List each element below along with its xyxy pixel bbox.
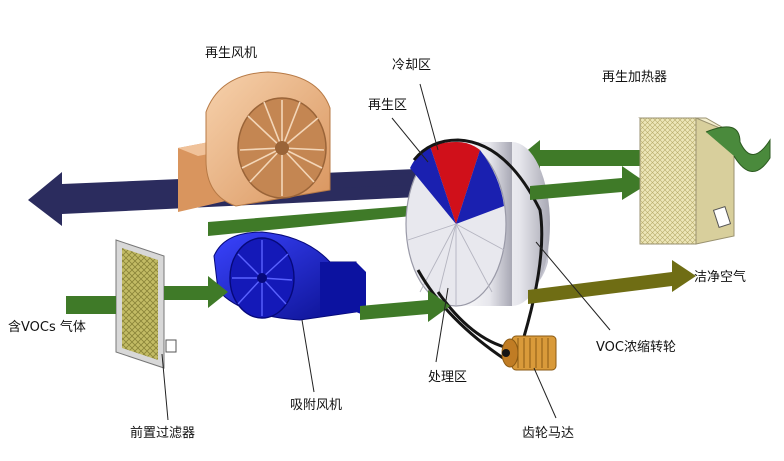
fan-to-wheel-arrow xyxy=(360,290,450,322)
heater-to-wheel-arrow xyxy=(518,140,640,176)
label-regen-zone: 再生区 xyxy=(368,98,408,113)
leader-regen-zone xyxy=(391,117,429,163)
label-regen-fan: 再生风机 xyxy=(205,46,258,61)
adsorption-fan xyxy=(213,231,366,321)
clean-air-arrow xyxy=(528,260,696,304)
label-pre-filter: 前置过滤器 xyxy=(130,426,196,441)
leader-lines xyxy=(161,83,611,421)
wheel-to-regen-fan-arrow xyxy=(336,172,436,188)
label-regen-heater: 再生加热器 xyxy=(602,70,668,85)
wheel-to-heater-arrow xyxy=(530,166,648,200)
leader-cooling-zone xyxy=(419,83,439,151)
label-gear-motor: 齿轮马达 xyxy=(522,426,575,441)
gear-motor xyxy=(501,335,557,371)
voc-rotor-wheel xyxy=(405,138,550,362)
leader-adsorption-fan xyxy=(301,319,315,393)
leader-process-zone xyxy=(435,287,449,363)
label-cooling-zone: 冷却区 xyxy=(392,58,432,73)
label-process-zone: 处理区 xyxy=(428,370,468,385)
cooling-air-arrow xyxy=(208,192,452,236)
inlet-arrow xyxy=(66,276,228,314)
label-adsorption-fan: 吸附风机 xyxy=(290,398,343,413)
label-voc-wheel: VOC浓缩转轮 xyxy=(596,340,676,355)
leader-pre-filter xyxy=(161,353,169,421)
leader-voc-wheel xyxy=(535,241,611,331)
regen-heater xyxy=(638,117,771,245)
pre-filter xyxy=(115,239,177,369)
regen-fan xyxy=(178,71,331,212)
label-voc-gas: 含VOCs 气体 xyxy=(8,320,86,335)
label-clean-air: 洁净空气 xyxy=(694,270,747,285)
leader-gear-motor xyxy=(533,367,557,419)
